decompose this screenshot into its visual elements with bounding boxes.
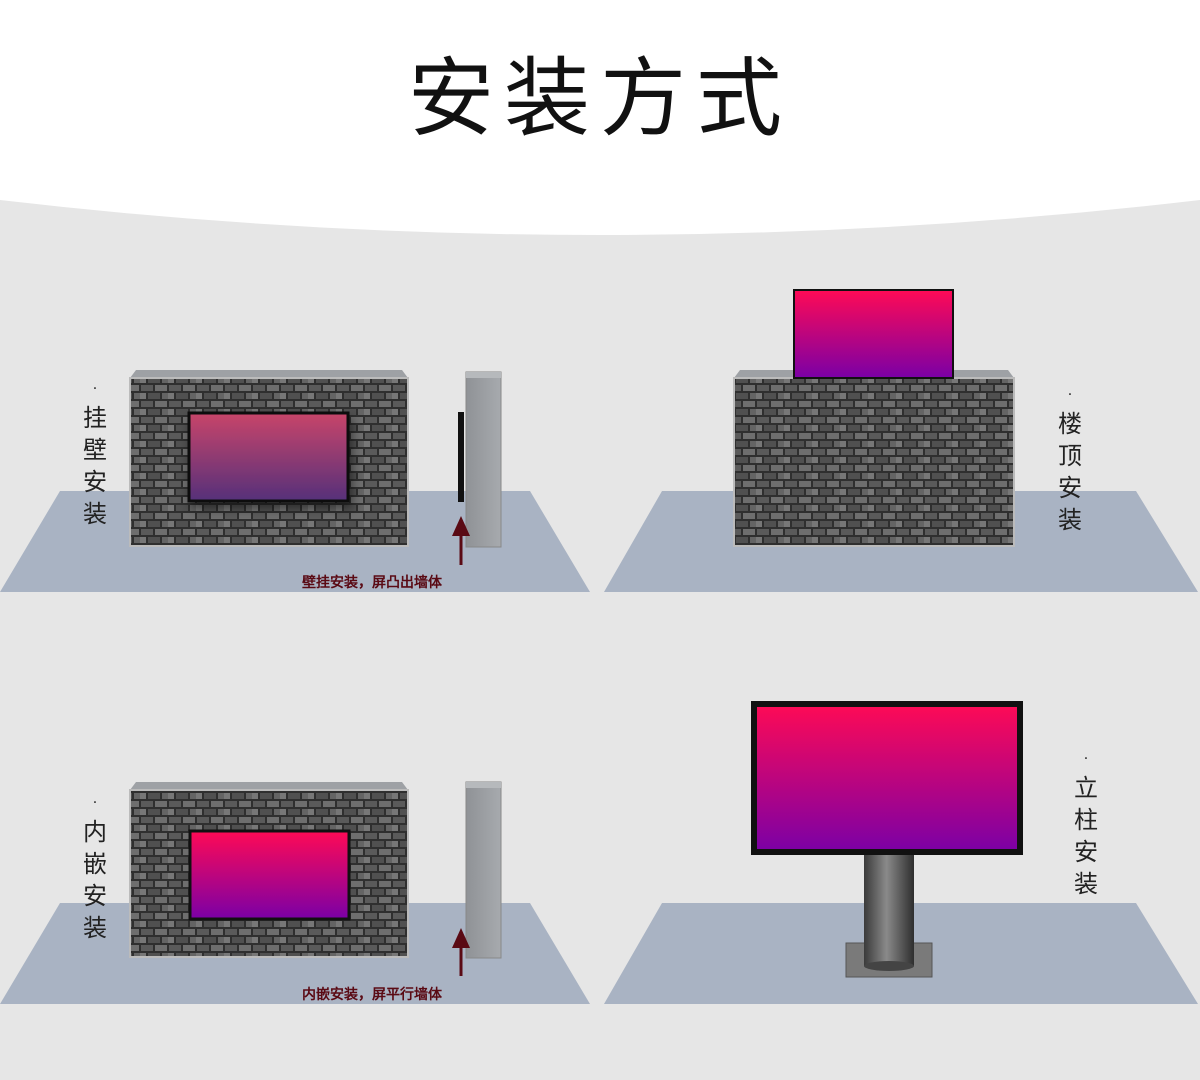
label-embedded: · 内 嵌 安 装 [83, 795, 107, 942]
rooftop-illustration [604, 289, 1198, 592]
wall-side-section [465, 781, 502, 959]
brick-wall-top [130, 782, 408, 790]
arrow-head [452, 516, 470, 536]
wall-mount-illustration [0, 370, 590, 592]
wall-side-top [466, 782, 501, 788]
screen [188, 829, 351, 921]
caption-wall-mount: 壁挂安装，屏凸出墙体 [302, 575, 442, 591]
embedded-illustration [0, 781, 590, 1004]
wall-side-section [465, 371, 502, 548]
header-background [0, 0, 1200, 235]
label-pole-mount: · 立 柱 安 装 [1074, 751, 1098, 898]
pole-mount-illustration [604, 701, 1198, 1004]
pole [864, 850, 914, 966]
screen [187, 411, 350, 503]
screen [751, 701, 1023, 855]
pole-bottom [864, 961, 914, 971]
screen [793, 289, 954, 379]
wall-side-top [466, 372, 501, 378]
label-rooftop: · 楼 顶 安 装 [1058, 387, 1082, 534]
brick-wall-top [130, 370, 408, 378]
page-title: 安装方式 [408, 49, 792, 149]
label-wall-mount: · 挂 壁 安 装 [83, 381, 107, 528]
screen-side-profile [458, 412, 464, 502]
caption-embedded: 内嵌安装，屏平行墙体 [302, 987, 442, 1003]
brick-wall [733, 377, 1015, 547]
arrow-head [452, 928, 470, 948]
